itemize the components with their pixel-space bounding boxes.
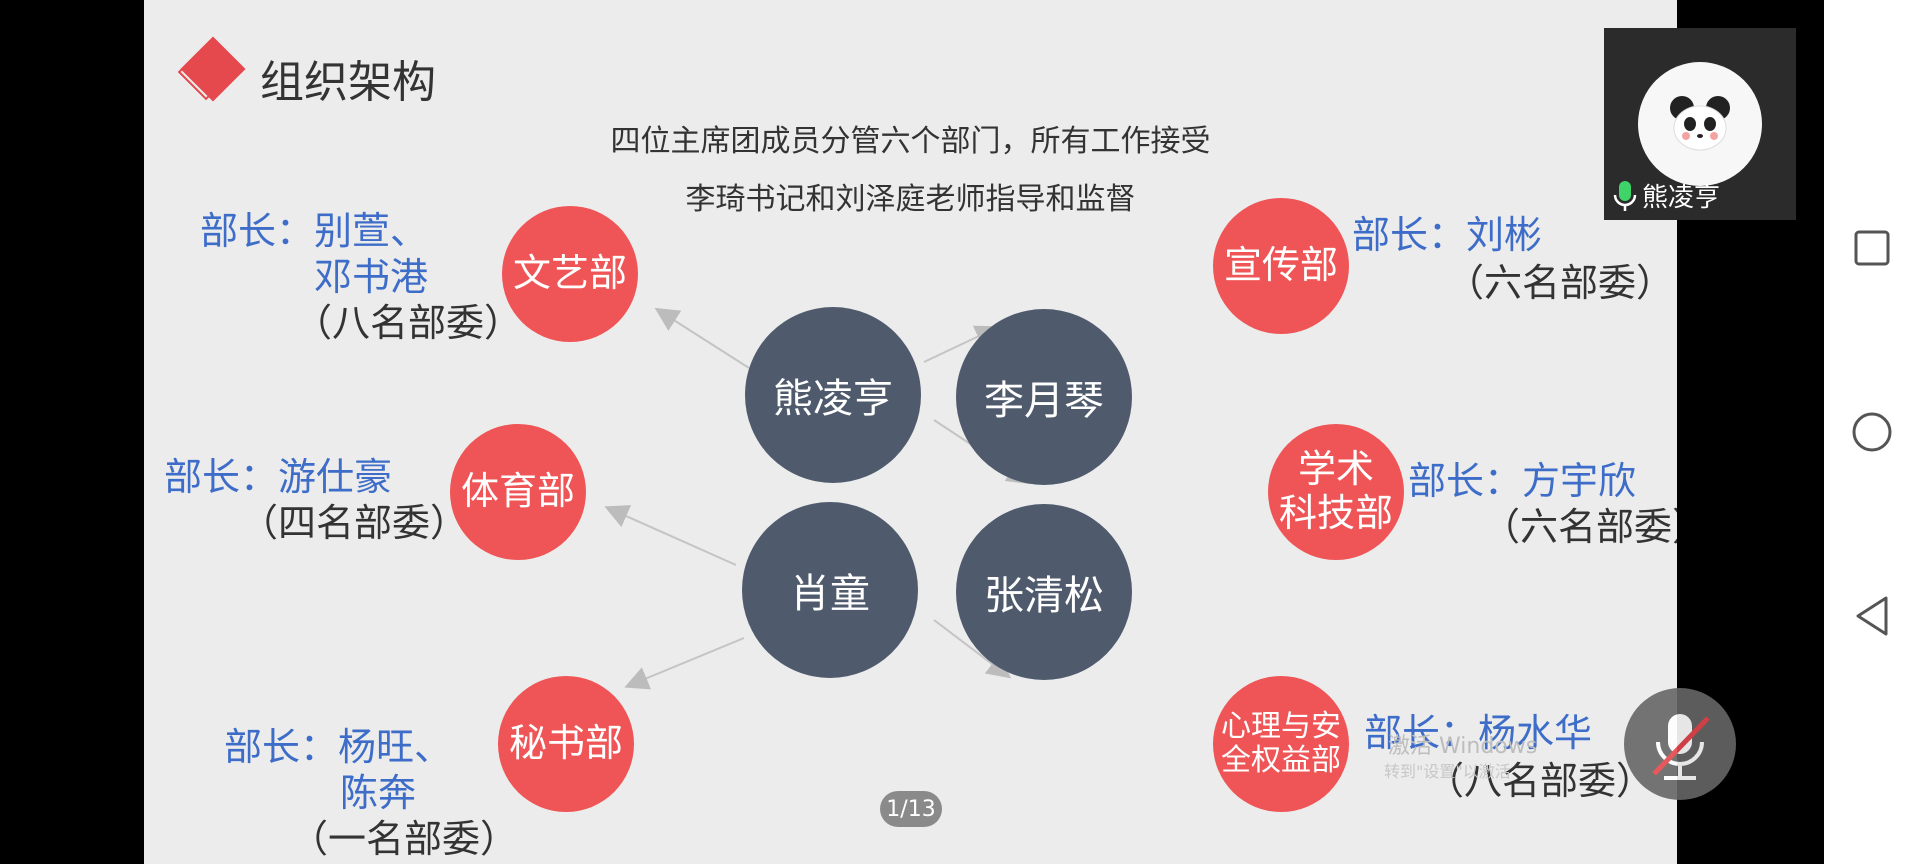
publicity-members: （六名部委） xyxy=(1446,261,1675,305)
secretary-head-line-2: 陈奔 xyxy=(340,771,417,815)
sports-members: （四名部委） xyxy=(240,501,469,545)
dept-psychology-rights: 心理与安 全权益部 xyxy=(1213,676,1349,812)
leader-li-yueqin: 李月琴 xyxy=(956,309,1132,485)
dept-psych-line-1: 心理与安 xyxy=(1221,708,1341,744)
panda-avatar-icon xyxy=(1670,96,1730,151)
recent-apps-button[interactable] xyxy=(1850,226,1894,270)
participant-video-tile[interactable]: 熊凌亨 xyxy=(1604,28,1796,220)
mic-muted-icon xyxy=(1652,714,1710,780)
arts-head-line-1: 部长：别萱、 xyxy=(200,209,429,253)
psychology-members: （八名部委） xyxy=(1426,759,1655,803)
caption-line-2: 李琦书记和刘泽庭老师指导和监督 xyxy=(685,182,1136,217)
home-button[interactable] xyxy=(1850,410,1894,454)
dept-arts: 文艺部 xyxy=(502,206,638,342)
leader-xiong-linghang: 熊凌亨 xyxy=(745,307,921,483)
secretary-members: （一名部委） xyxy=(290,817,519,861)
participant-avatar xyxy=(1638,62,1762,186)
academic-members: （六名部委） xyxy=(1482,505,1677,549)
publicity-head: 部长：刘彬 xyxy=(1352,213,1543,257)
sports-head: 部长：游仕豪 xyxy=(164,455,393,499)
presentation-slide: 组织架构 四位主席团成员分管六个部门，所有工作接受 李琦书记和刘泽庭老师指导和监… xyxy=(144,0,1677,864)
secretary-head-line-1: 部长：杨旺、 xyxy=(224,725,453,769)
mic-icon xyxy=(1613,180,1637,211)
arts-head-line-2: 邓书港 xyxy=(314,255,429,299)
participant-name: 熊凌亨 xyxy=(1642,183,1721,213)
windows-activation-hint: 转到"设置"以激活 xyxy=(1384,762,1511,781)
dept-academic-line-1: 学术 xyxy=(1297,447,1374,492)
square-icon xyxy=(1854,230,1890,266)
leader-zhang-qingsong: 张清松 xyxy=(956,504,1132,680)
caption-line-1: 四位主席团成员分管六个部门，所有工作接受 xyxy=(610,124,1211,159)
psychology-head: 部长：杨水华 xyxy=(1364,711,1593,755)
triangle-back-icon xyxy=(1856,596,1888,636)
arts-members: （八名部委） xyxy=(294,301,523,345)
dept-academic-line-2: 科技部 xyxy=(1278,491,1393,535)
dept-secretary: 秘书部 xyxy=(498,676,634,812)
dept-publicity: 宣传部 xyxy=(1213,198,1349,334)
academic-head: 部长：方宇欣 xyxy=(1408,459,1637,503)
leader-xiao-tong: 肖童 xyxy=(742,502,918,678)
mute-toggle-button[interactable] xyxy=(1624,688,1736,800)
page-indicator[interactable]: 1/13 xyxy=(880,791,942,827)
connector-arrows xyxy=(604,307,1032,690)
dept-sports: 体育部 xyxy=(450,424,586,560)
windows-activation-watermark: 激活 Windows xyxy=(1388,734,1538,759)
dept-academic-tech: 学术 科技部 xyxy=(1268,424,1404,560)
slide-title: 组织架构 xyxy=(260,57,436,108)
back-button[interactable] xyxy=(1850,594,1894,638)
system-navigation-bar xyxy=(1824,0,1920,864)
dept-psych-line-2: 全权益部 xyxy=(1221,743,1341,778)
participant-label: 熊凌亨 xyxy=(1604,177,1804,214)
circle-icon xyxy=(1852,412,1892,452)
